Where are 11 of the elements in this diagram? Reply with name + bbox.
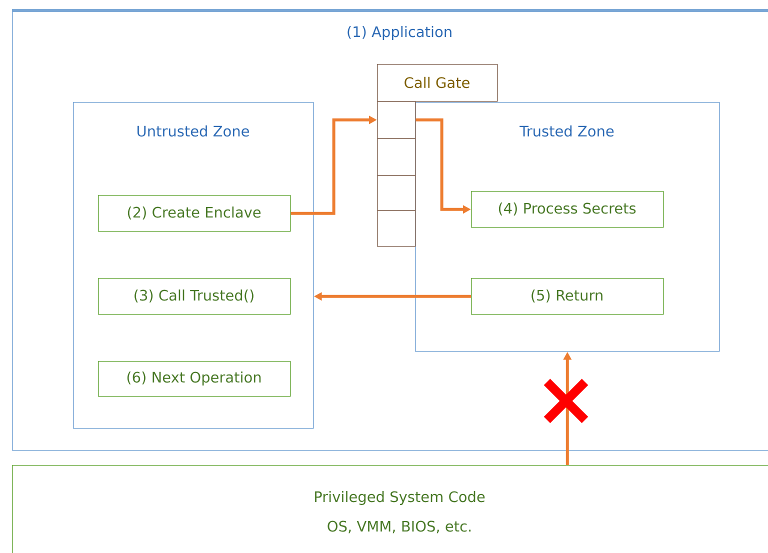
gate-slot [377, 210, 416, 247]
step-box: (5) Return [471, 278, 664, 315]
call-gate-box: Call Gate [377, 64, 498, 102]
step-box: (2) Create Enclave [98, 195, 291, 232]
step-box: (6) Next Operation [98, 361, 291, 397]
gate-slot [377, 175, 416, 211]
system-code-box: Privileged System Code OS, VMM, BIOS, etc. [12, 465, 768, 553]
gate-slot [377, 101, 416, 139]
gate-slot [377, 138, 416, 176]
step-box: (4) Process Secrets [471, 191, 664, 228]
step-box: (3) Call Trusted() [98, 278, 291, 315]
